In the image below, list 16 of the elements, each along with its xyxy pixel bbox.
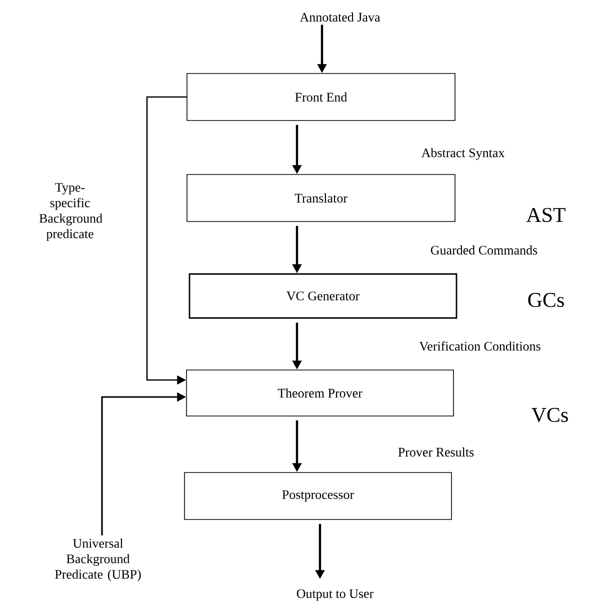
process-box: Front End [186, 73, 456, 121]
process-box: Theorem Prover [186, 370, 454, 416]
process-box: Translator [186, 174, 456, 222]
output-text: Output to User [296, 589, 374, 601]
annotation-label: Verification Conditions [419, 341, 540, 351]
annotation-label: Guarded Commands [430, 245, 538, 255]
annotation-label: Abstract Syntax [421, 148, 505, 160]
annotation-label: GCs [528, 292, 564, 308]
process-box: VC Generator [188, 273, 458, 319]
input-text: Universal Background Predicate (UBP) [55, 538, 141, 582]
input-text: Annotated Java [300, 12, 380, 22]
annotation-label: Prover Results [398, 447, 474, 457]
process-box: Postprocessor [184, 472, 452, 520]
annotation-label: AST [526, 208, 566, 222]
edge-label: Type-specific Background predicate [39, 183, 102, 241]
annotation-label: VCs [532, 408, 568, 422]
